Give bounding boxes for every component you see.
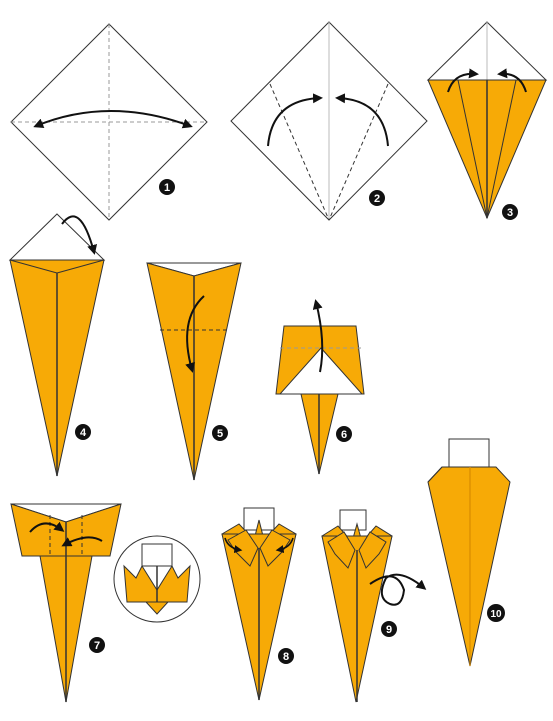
step-6: 6 — [275, 299, 365, 475]
step-number: 9 — [386, 624, 392, 636]
step-number: 1 — [164, 182, 170, 194]
fold-arrow-left — [447, 68, 479, 93]
fold-arrow — [61, 215, 98, 255]
fold-line-right — [486, 79, 517, 219]
fold-arrow-left — [224, 537, 243, 554]
fold-arrow-left — [267, 93, 323, 147]
step-number: 6 — [341, 429, 347, 441]
step-2: 2 — [230, 21, 428, 221]
left-petal — [327, 531, 356, 569]
step-badge — [487, 604, 505, 622]
inset-white-top — [141, 543, 173, 567]
step-9: 9 — [321, 509, 427, 703]
step-4: 4 — [8, 213, 106, 477]
shoulder-left — [427, 466, 443, 483]
step-10: 10 — [427, 438, 511, 667]
step-badge — [336, 426, 352, 442]
step-badge — [159, 179, 175, 195]
step-5: 5 — [146, 262, 242, 481]
step-number: 10 — [490, 609, 502, 620]
right-petal — [358, 531, 387, 569]
step-number: 4 — [80, 427, 87, 439]
fold-arrow-right — [275, 537, 294, 554]
step-badge — [502, 204, 518, 220]
step-8: 8 — [221, 507, 297, 701]
step-badge — [381, 621, 397, 637]
step-3: 3 — [426, 21, 548, 220]
fold-line-right — [328, 83, 389, 221]
fold-arrow-right — [335, 93, 389, 147]
step-7: 7 — [10, 503, 122, 703]
step-number: 3 — [507, 207, 513, 219]
step-badge — [369, 190, 385, 206]
fold-line-left — [269, 83, 330, 221]
fold-arrow — [185, 295, 205, 373]
step-badge — [212, 425, 228, 441]
fold-arrow — [312, 299, 324, 373]
inset-point — [144, 601, 170, 615]
step-number: 8 — [283, 651, 289, 663]
top-square — [339, 509, 367, 531]
step-1: 1 — [10, 23, 208, 221]
fold-line-left — [457, 79, 488, 219]
fold-arrow — [33, 110, 193, 129]
step-badge — [75, 424, 91, 440]
fold-arrow-left — [29, 521, 65, 533]
step-number: 7 — [94, 640, 100, 652]
fold-arrow-right — [61, 536, 103, 547]
detail-inset — [113, 535, 201, 623]
step-badge — [278, 648, 294, 664]
inner-fold-left — [9, 259, 58, 274]
inner-fold-right — [56, 259, 105, 274]
step-badge — [89, 637, 105, 653]
turn-over-arrow — [369, 573, 427, 606]
step-number: 2 — [374, 193, 380, 205]
finished-body — [427, 466, 511, 667]
fold-arrow-right — [497, 68, 527, 93]
step-number: 5 — [217, 428, 223, 440]
top-square — [448, 438, 490, 468]
